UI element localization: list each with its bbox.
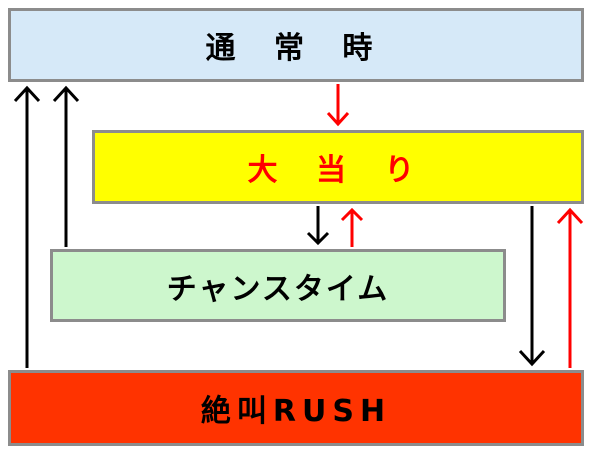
- state-normal: 通 常 時: [8, 8, 584, 82]
- state-rush: 絶叫RUSH: [8, 370, 584, 446]
- state-rush-label: 絶叫RUSH: [200, 394, 392, 429]
- arrow-jackpot-to-chance-time: [306, 206, 330, 246]
- state-jackpot: 大 当 り: [92, 130, 584, 204]
- arrow-normal-to-jackpot: [326, 84, 350, 127]
- state-normal-label: 通 常 時: [205, 31, 387, 66]
- arrow-chance-time-to-normal: [52, 85, 80, 247]
- state-chance-time: チャンスタイム: [50, 249, 506, 322]
- arrow-rush-to-jackpot: [556, 207, 584, 368]
- state-chance-time-label: チャンスタイム: [166, 271, 390, 307]
- arrow-chance-time-to-jackpot: [340, 207, 364, 247]
- arrow-jackpot-to-rush: [518, 206, 546, 367]
- arrow-rush-to-normal: [13, 85, 41, 368]
- state-jackpot-label: 大 当 り: [247, 153, 429, 188]
